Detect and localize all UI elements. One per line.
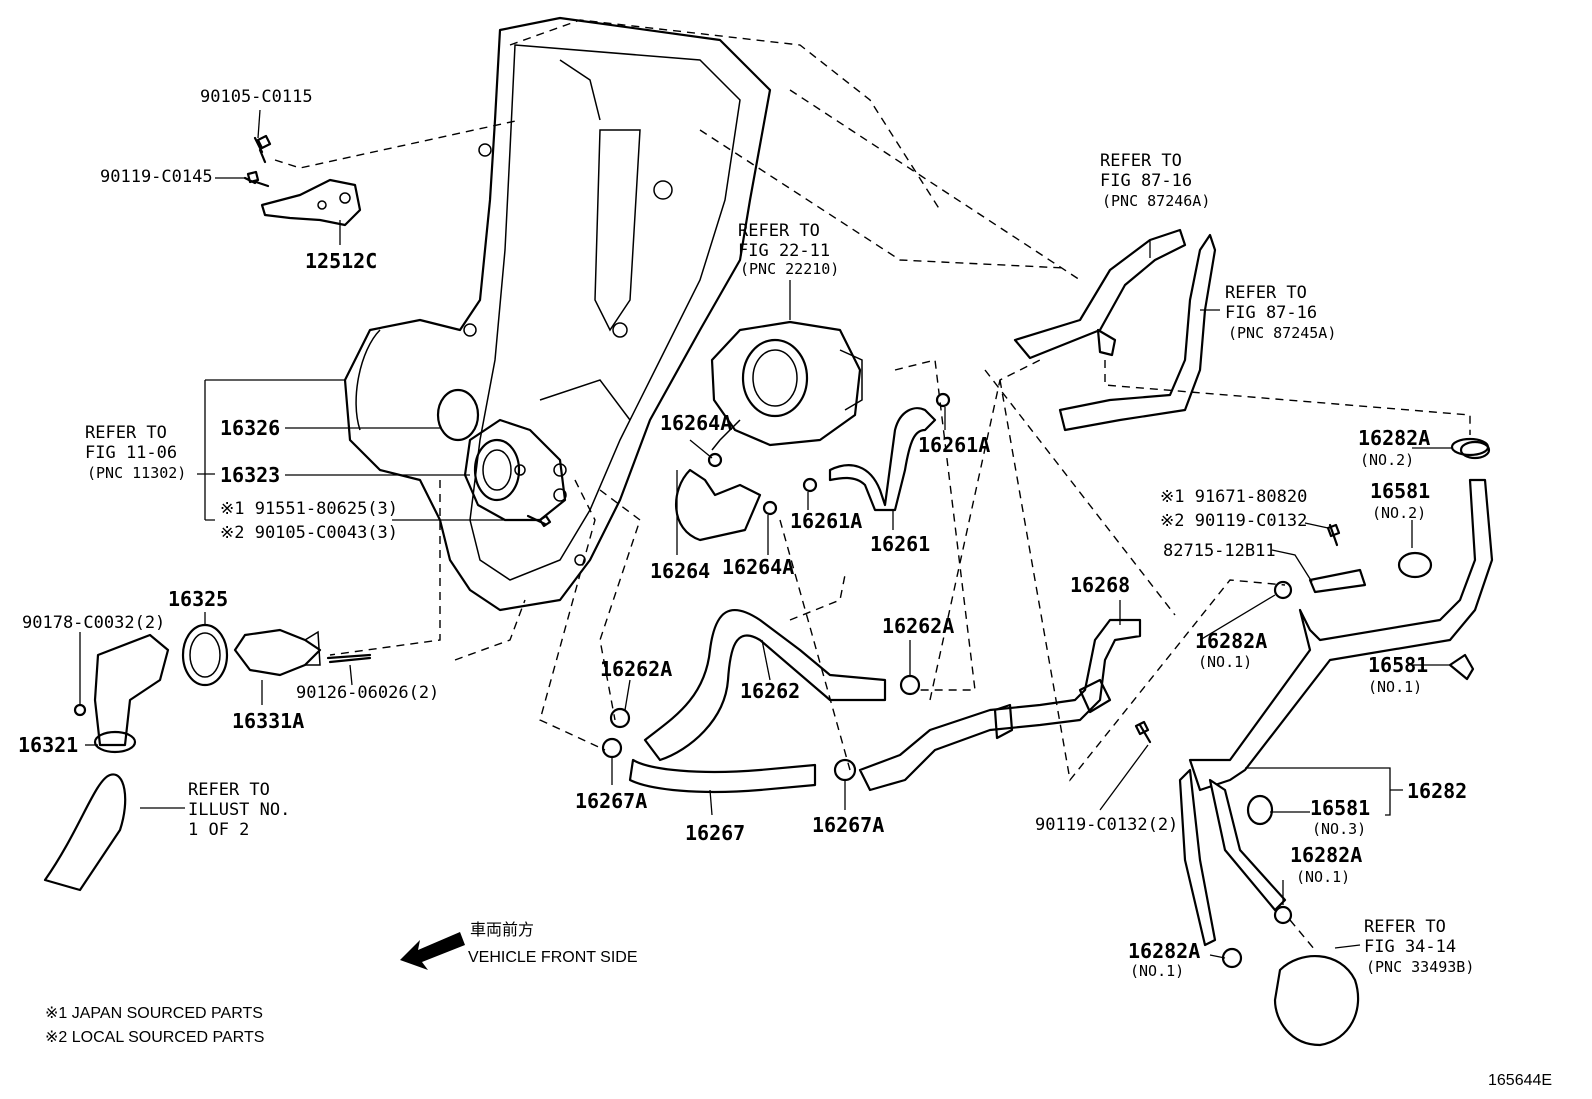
refer-fig87-16a-line3: (PNC 87246A) bbox=[1102, 192, 1210, 210]
refer-fig34-14-line3: (PNC 33493B) bbox=[1366, 958, 1474, 976]
footnote-local-sourced: ※2 LOCAL SOURCED PARTS bbox=[45, 1029, 264, 1046]
label-16267a-a: 16267A bbox=[575, 789, 647, 813]
part-labels: 90105-C0115 90119-C0145 12512C REFER TO … bbox=[18, 87, 1552, 1089]
label-16282: 16282 bbox=[1407, 779, 1467, 803]
refer-illust-line1: REFER TO bbox=[188, 780, 270, 800]
phantom-lines bbox=[274, 19, 1471, 951]
label-no1-a: (NO.1) bbox=[1198, 653, 1252, 671]
refer-fig22-11-line3: (PNC 22210) bbox=[740, 260, 839, 278]
label-16261a-top: 16261A bbox=[918, 433, 990, 457]
label-90119-c0132: ※2 90119-C0132 bbox=[1160, 511, 1307, 531]
label-no3: (NO.3) bbox=[1312, 820, 1366, 838]
label-no2-a: (NO.2) bbox=[1360, 451, 1414, 469]
label-16326: 16326 bbox=[220, 416, 280, 440]
label-16261: 16261 bbox=[870, 532, 930, 556]
label-90105-c0115: 90105-C0115 bbox=[200, 87, 313, 107]
label-16267a-b: 16267A bbox=[812, 813, 884, 837]
refer-fig11-06-line3: (PNC 11302) bbox=[87, 464, 186, 482]
label-16321: 16321 bbox=[18, 733, 78, 757]
label-16264a-top: 16264A bbox=[660, 411, 732, 435]
refer-fig34-14-line1: REFER TO bbox=[1364, 917, 1446, 937]
bracket-12512c bbox=[243, 134, 362, 227]
refer-fig11-06-line1: REFER TO bbox=[85, 423, 167, 443]
refer-fig87-16b-line1: REFER TO bbox=[1225, 283, 1307, 303]
vehicle-front-arrow bbox=[400, 932, 465, 970]
label-16262: 16262 bbox=[740, 679, 800, 703]
clamps bbox=[601, 328, 1490, 969]
refer-illust-line2: ILLUST NO. bbox=[188, 800, 290, 820]
timing-chain-cover bbox=[343, 16, 772, 612]
label-16581-no1: 16581 bbox=[1368, 653, 1428, 677]
vehicle-front-jp: 車両前方 bbox=[470, 921, 534, 939]
label-90178-c0032: 90178-C0032(2) bbox=[22, 613, 165, 633]
refer-illust-line3: 1 OF 2 bbox=[188, 820, 249, 840]
label-16282a-no1-a: 16282A bbox=[1195, 629, 1267, 653]
label-91551-80625: ※1 91551-80625(3) bbox=[220, 499, 398, 519]
footnote-japan-sourced: ※1 JAPAN SOURCED PARTS bbox=[45, 1005, 263, 1022]
label-90105-c0043: ※2 90105-C0043(3) bbox=[220, 523, 398, 543]
label-16264: 16264 bbox=[650, 559, 710, 583]
label-16331a: 16331A bbox=[232, 709, 304, 733]
label-16267: 16267 bbox=[685, 821, 745, 845]
label-82715-12b11: 82715-12B11 bbox=[1163, 541, 1276, 561]
refer-fig22-11-line2: FIG 22-11 bbox=[738, 241, 830, 261]
vehicle-front-en: VEHICLE FRONT SIDE bbox=[468, 949, 638, 966]
label-no1-d: (NO.1) bbox=[1130, 962, 1184, 980]
label-91671-80820: ※1 91671-80820 bbox=[1160, 487, 1307, 507]
label-no2-b: (NO.2) bbox=[1372, 504, 1426, 522]
label-16262a-a: 16262A bbox=[600, 657, 672, 681]
label-16323: 16323 bbox=[220, 463, 280, 487]
label-90119-c0145: 90119-C0145 bbox=[100, 167, 213, 187]
label-12512c: 12512C bbox=[305, 249, 377, 273]
label-90119-c0132-2: 90119-C0132(2) bbox=[1035, 815, 1178, 835]
label-90126-06026: 90126-06026(2) bbox=[296, 683, 439, 703]
leader-lines bbox=[79, 109, 1453, 959]
label-16282a-no2: 16282A bbox=[1358, 426, 1430, 450]
label-no1-c: (NO.1) bbox=[1296, 868, 1350, 886]
throttle-body bbox=[710, 320, 863, 451]
label-16268: 16268 bbox=[1070, 573, 1130, 597]
refer-fig87-16b-line3: (PNC 87245A) bbox=[1228, 324, 1336, 342]
label-no1-b: (NO.1) bbox=[1368, 678, 1422, 696]
refer-fig22-11-line1: REFER TO bbox=[738, 221, 820, 241]
label-16325: 16325 bbox=[168, 587, 228, 611]
label-16264a-bot: 16264A bbox=[722, 555, 794, 579]
refer-fig11-06-line2: FIG 11-06 bbox=[85, 443, 177, 463]
label-16581-no2: 16581 bbox=[1370, 479, 1430, 503]
refer-fig34-14-line2: FIG 34-14 bbox=[1364, 937, 1456, 957]
label-16262a-b: 16262A bbox=[882, 614, 954, 638]
label-16282a-no1-c: 16282A bbox=[1128, 939, 1200, 963]
hoses bbox=[43, 228, 1494, 1047]
label-16282a-no1-b: 16282A bbox=[1290, 843, 1362, 867]
refer-fig87-16a-line1: REFER TO bbox=[1100, 151, 1182, 171]
label-16581-no3: 16581 bbox=[1310, 796, 1370, 820]
refer-fig87-16a-line2: FIG 87-16 bbox=[1100, 171, 1192, 191]
diagram-id: 165644E bbox=[1488, 1072, 1552, 1089]
label-16261a-mid: 16261A bbox=[790, 509, 862, 533]
refer-fig87-16b-line2: FIG 87-16 bbox=[1225, 303, 1317, 323]
